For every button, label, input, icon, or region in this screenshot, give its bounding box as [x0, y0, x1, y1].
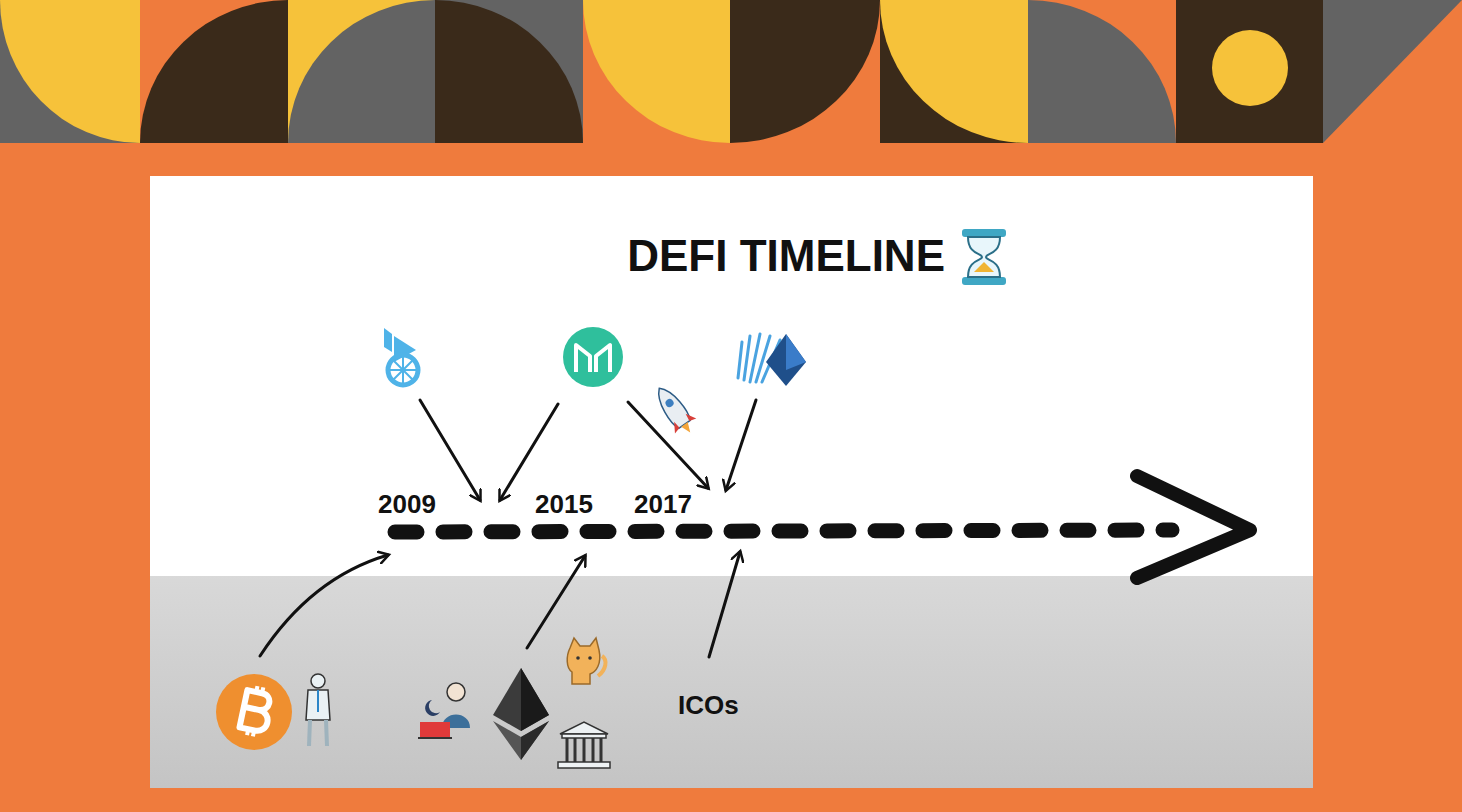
hourglass-icon [962, 229, 1006, 285]
year-label: 2015 [535, 491, 593, 517]
year-label: 2009 [378, 491, 436, 517]
rocket-icon [649, 381, 701, 440]
bancor-logo [384, 328, 418, 385]
decor-band [0, 0, 1462, 143]
bank-icon [558, 722, 610, 768]
bitcoin-icon [216, 674, 292, 750]
satoshi-figure [306, 674, 330, 746]
ethlend-logo [738, 334, 806, 386]
ethereum-logo [493, 668, 549, 760]
timeline-arrowhead [1137, 476, 1250, 578]
pointer-arrows [260, 400, 756, 657]
developer-icon [418, 683, 470, 738]
panel [150, 176, 1313, 788]
year-label: 2017 [634, 491, 692, 517]
cryptokitty-icon [567, 638, 605, 684]
diagram-title: DEFI TIMELINE [627, 234, 945, 278]
era-label: ICOs [678, 692, 739, 718]
maker-logo [563, 327, 623, 387]
timeline [395, 530, 1172, 532]
